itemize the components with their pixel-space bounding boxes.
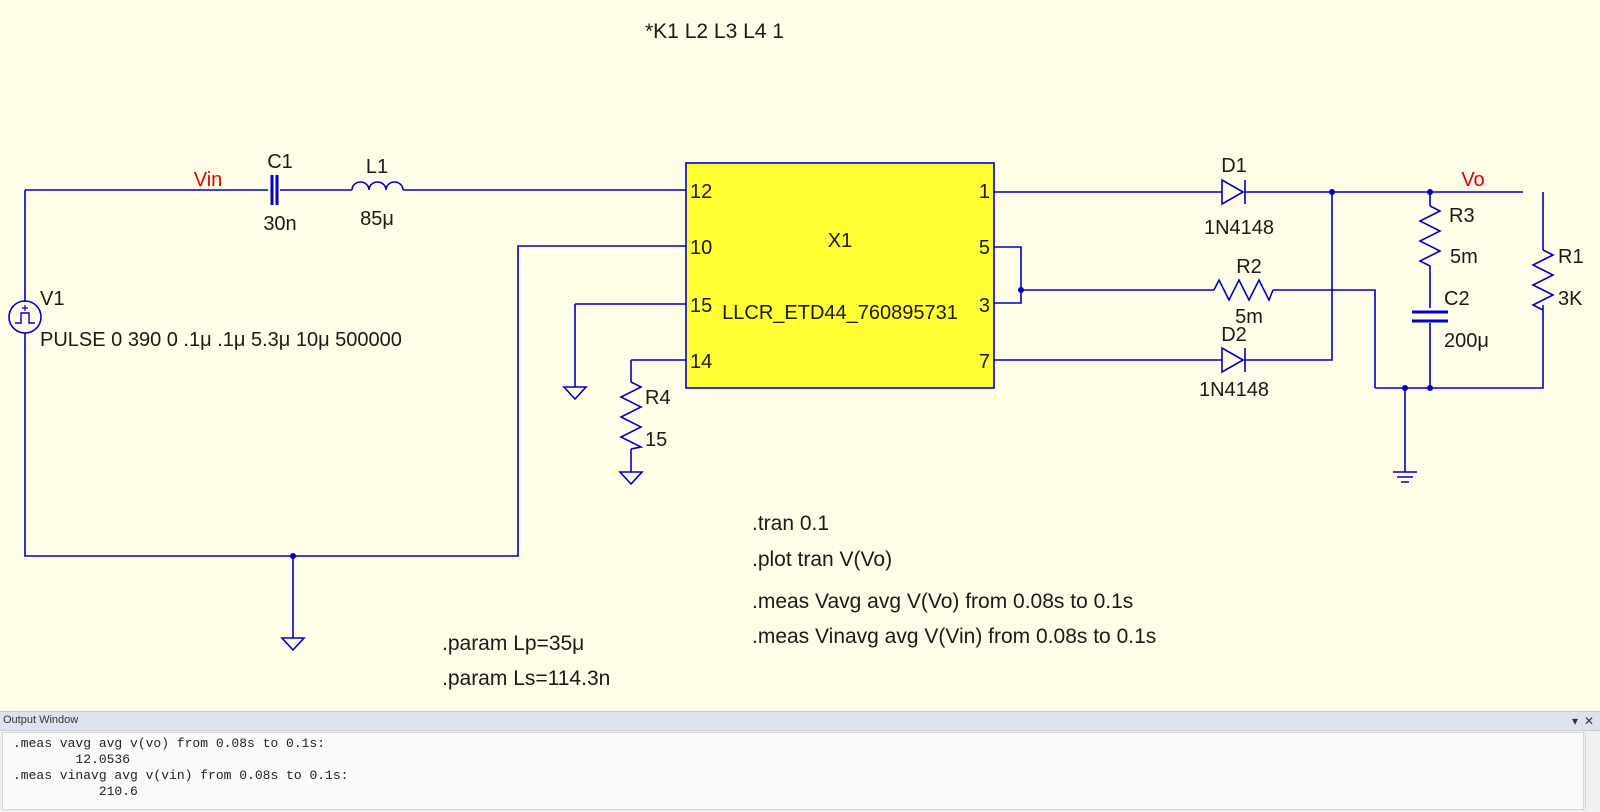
x1-pin-15: 15 [690, 295, 712, 317]
x1-pin-5: 5 [979, 237, 990, 259]
r4-value: 15 [645, 429, 667, 451]
r1-value: 3K [1558, 288, 1583, 310]
output-line: .meas vinavg avg v(vin) from 0.08s to 0.… [13, 768, 349, 783]
r3-value: 5m [1450, 246, 1478, 268]
x1-pin-1: 1 [979, 181, 990, 203]
c2-capacitor[interactable]: C2 200μ [1412, 288, 1489, 352]
directive-param-ls[interactable]: .param Ls=114.3n [442, 667, 610, 690]
directive-plot[interactable]: .plot tran V(Vo) [752, 548, 892, 571]
schematic-canvas[interactable]: X1 LLCR_ETD44_760895731 12 10 15 14 1 5 … [0, 0, 1600, 711]
r2-name: R2 [1236, 256, 1262, 278]
directive-meas-vinavg[interactable]: .meas Vinavg avg V(Vin) from 0.08s to 0.… [752, 625, 1156, 648]
r4-name: R4 [645, 387, 671, 409]
x1-pin-10: 10 [690, 237, 712, 259]
output-window-title: Output Window [3, 714, 79, 726]
l1-name: L1 [366, 156, 388, 178]
c1-capacitor[interactable]: C1 30n [263, 151, 296, 235]
x1-name: X1 [828, 230, 852, 252]
net-label-vo[interactable]: Vo [1461, 169, 1484, 191]
r2-value: 5m [1235, 306, 1263, 328]
r4-resistor[interactable]: R4 15 [619, 381, 671, 451]
v1-name: V1 [40, 288, 64, 310]
output-line: 210.6 [13, 784, 138, 799]
c1-name: C1 [267, 151, 293, 173]
x1-pin-14: 14 [690, 351, 712, 373]
c1-value: 30n [263, 213, 296, 235]
c2-value: 200μ [1444, 330, 1489, 352]
close-icon[interactable]: ✕ [1583, 714, 1594, 728]
x1-pin-7: 7 [979, 351, 990, 373]
output-line: 12.0536 [75, 752, 131, 767]
r3-name: R3 [1449, 205, 1475, 227]
d2-diode[interactable]: D2 1N4148 [1199, 324, 1269, 401]
output-log: .meas vavg avg v(vo) from 0.08s to 0.1s:… [3, 733, 1583, 803]
output-line: .meas vavg avg v(vo) from 0.08s to 0.1s: [13, 736, 326, 751]
r2-resistor[interactable]: R2 5m [1213, 256, 1274, 328]
directive-meas-vavg[interactable]: .meas Vavg avg V(Vo) from 0.08s to 0.1s [752, 590, 1133, 613]
ground-symbols [280, 386, 1417, 652]
r1-resistor[interactable]: R1 3K [1531, 246, 1584, 311]
x1-block[interactable]: X1 LLCR_ETD44_760895731 12 10 15 14 1 5 … [685, 162, 995, 389]
v1-value: PULSE 0 390 0 .1μ .1μ 5.3μ 10μ 500000 [40, 329, 402, 351]
d1-value: 1N4148 [1204, 217, 1274, 239]
d2-name: D2 [1221, 324, 1247, 346]
r1-name: R1 [1558, 246, 1584, 268]
c2-name: C2 [1444, 288, 1470, 310]
directive-tran[interactable]: .tran 0.1 [752, 512, 829, 535]
x1-pin-3: 3 [979, 295, 990, 317]
output-window-header: Output Window ▾ ✕ [0, 712, 1600, 731]
r3-resistor[interactable]: R3 5m [1418, 205, 1478, 275]
dropdown-icon[interactable]: ▾ [1571, 714, 1578, 728]
directive-param-lp[interactable]: .param Lp=35μ [442, 632, 584, 655]
output-scrollbar[interactable] [1585, 732, 1600, 810]
x1-model: LLCR_ETD44_760895731 [722, 302, 958, 324]
v1-source[interactable]: V1 PULSE 0 390 0 .1μ .1μ 5.3μ 10μ 500000 [8, 288, 402, 351]
junction-dots [290, 189, 1433, 559]
l1-inductor[interactable]: L1 85μ [351, 156, 404, 230]
output-window-body[interactable]: .meas vavg avg v(vo) from 0.08s to 0.1s:… [2, 732, 1584, 810]
net-label-vin[interactable]: Vin [194, 169, 223, 191]
d2-value: 1N4148 [1199, 379, 1269, 401]
l1-value: 85μ [360, 208, 394, 230]
coupling-directive[interactable]: *K1 L2 L3 L4 1 [645, 20, 784, 43]
d1-name: D1 [1221, 155, 1247, 177]
d1-diode[interactable]: D1 1N4148 [1204, 155, 1274, 239]
x1-pin-12: 12 [690, 181, 712, 203]
output-window: Output Window ▾ ✕ .meas vavg avg v(vo) f… [0, 711, 1600, 812]
